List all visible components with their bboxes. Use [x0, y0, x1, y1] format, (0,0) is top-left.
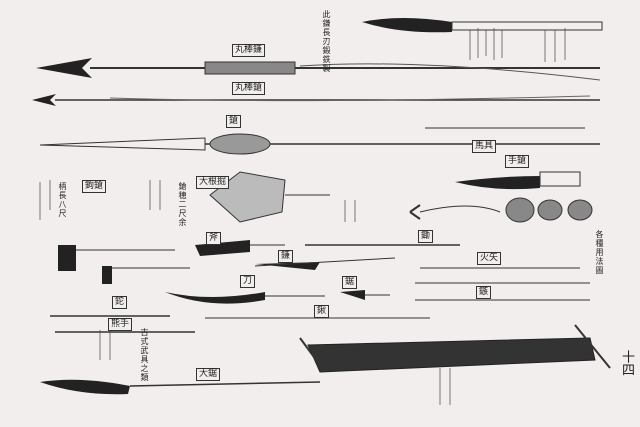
- label-suki: 鋤: [418, 230, 434, 243]
- label-oga: 大鋸: [196, 368, 221, 381]
- label-yajiri: 鏃: [476, 286, 492, 299]
- label-bagu: 馬具: [472, 140, 497, 153]
- note-3: 鎗穂二尺余: [178, 182, 187, 227]
- label-te-yari: 手鎗: [505, 155, 530, 168]
- label-kama: 鎌: [278, 250, 294, 263]
- label-nata: 鉈: [112, 296, 128, 309]
- label-katana: 刀: [240, 275, 256, 288]
- label-kumade: 熊手: [108, 318, 133, 331]
- note-4: 各種用法圖: [595, 230, 604, 275]
- label-nokogiri: 鋸: [342, 276, 358, 289]
- label-hiya: 火矢: [477, 252, 502, 265]
- label-yari: 鎗: [226, 115, 242, 128]
- label-marobo-kama: 丸棒鎌: [232, 44, 266, 57]
- note-5: 古式武具之類: [140, 328, 149, 382]
- label-ono: 斧: [206, 232, 222, 245]
- label-kagi-yari: 鉤鎗: [82, 180, 107, 193]
- label-marobo-yari: 丸棒鎗: [232, 82, 266, 95]
- note-2: 柄長八尺: [58, 182, 67, 218]
- note-1: 此鎌長刃鍛鉄製: [322, 10, 331, 73]
- label-daikon-hori: 大根掘: [196, 176, 230, 189]
- page-number: 十四: [619, 350, 634, 376]
- label-kuwa: 鍬: [314, 305, 330, 318]
